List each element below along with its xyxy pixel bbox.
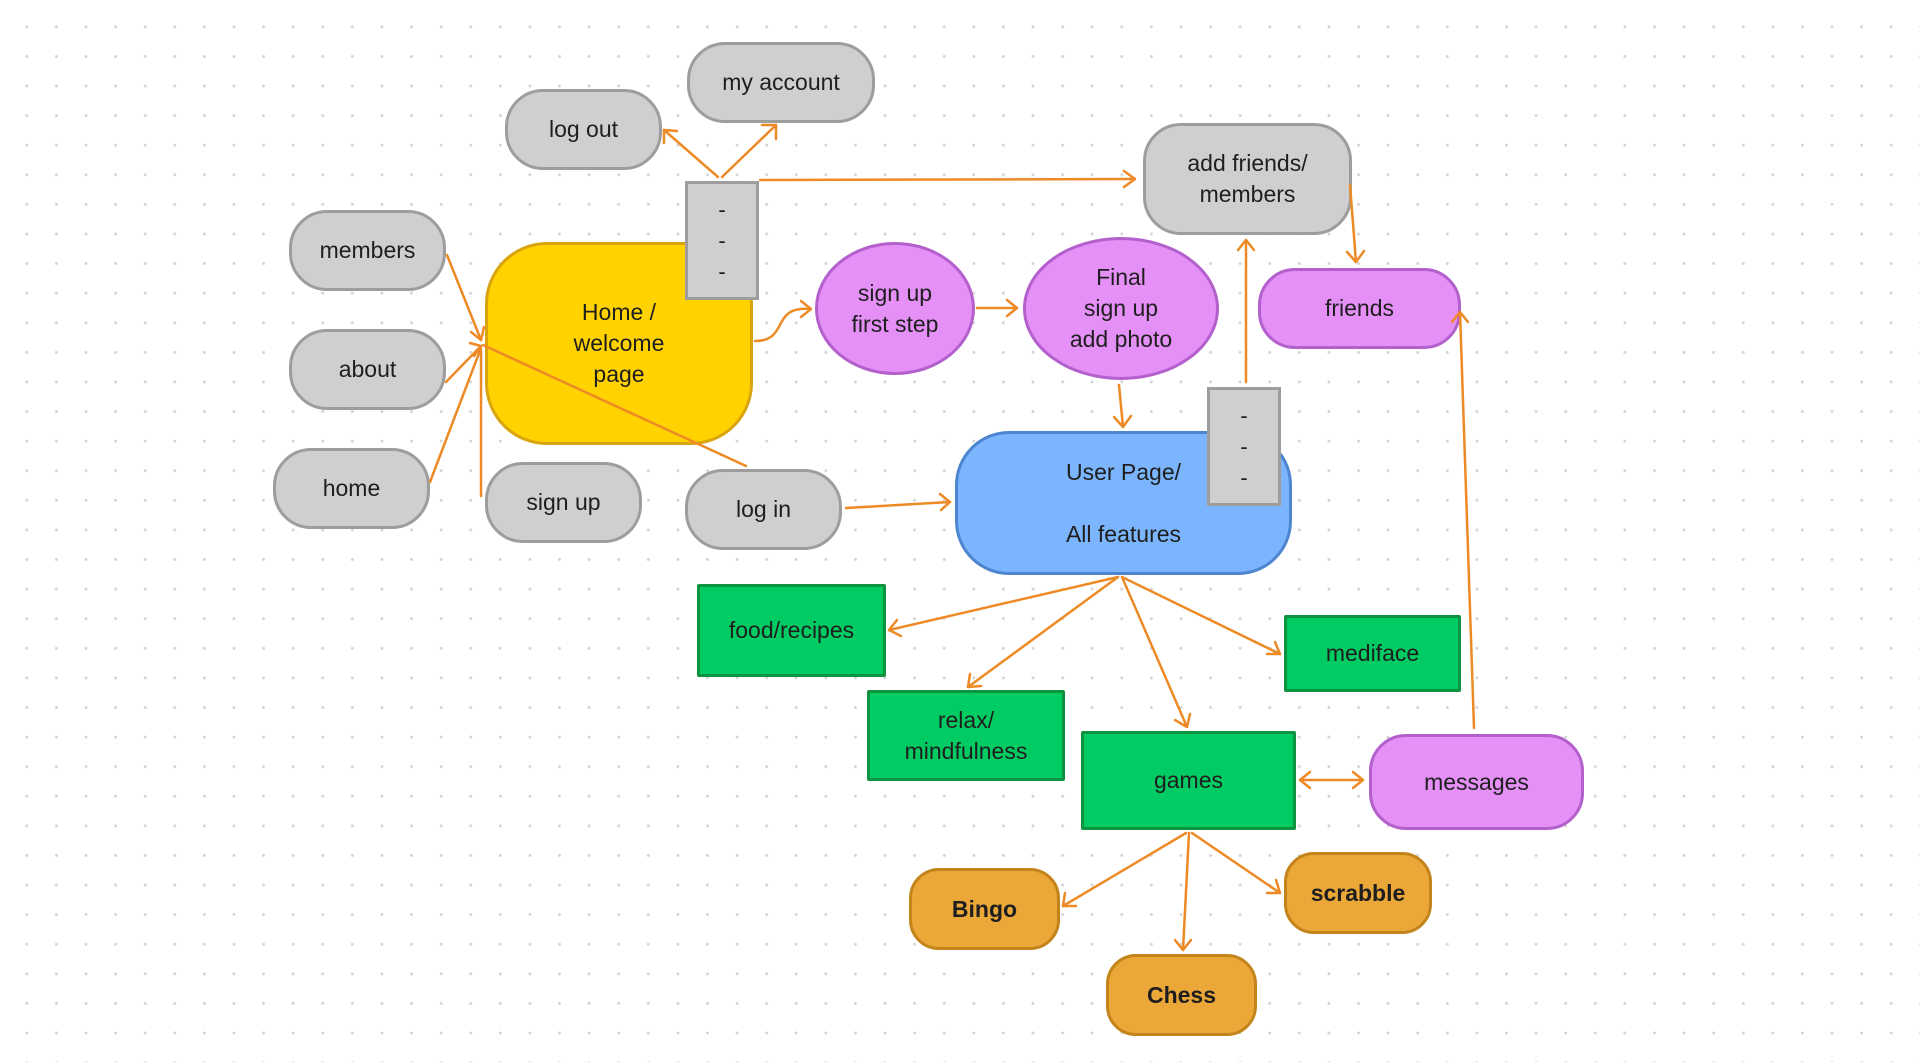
food-recipes-node[interactable]: food/recipes: [697, 584, 886, 677]
arrow-menu-to-my-account: [720, 123, 778, 179]
sign-up-first-step-node[interactable]: sign up first step: [815, 242, 975, 375]
arrow-members-to-home: [445, 253, 486, 342]
about-node[interactable]: about: [289, 329, 446, 410]
members-node[interactable]: members: [289, 210, 446, 291]
my-account-node[interactable]: my account: [687, 42, 875, 123]
arrow-user-page-to-games: [1120, 575, 1192, 729]
games-node[interactable]: games: [1081, 731, 1296, 830]
scrabble-node[interactable]: scrabble: [1284, 852, 1432, 934]
arrow-menu-to-add-friends: [758, 169, 1137, 189]
arrow-games-to-bingo: [1061, 831, 1188, 908]
relax-mindfulness-node[interactable]: relax/ mindfulness: [867, 690, 1065, 781]
user-menu-box[interactable]: - - -: [1207, 387, 1281, 506]
arrow-final-to-user-page: [1112, 383, 1133, 429]
menu-dash: -: [718, 259, 726, 284]
log-in-node[interactable]: log in: [685, 469, 842, 550]
sign-up-node[interactable]: sign up: [485, 462, 642, 543]
bingo-node[interactable]: Bingo: [909, 868, 1060, 950]
add-friends-node[interactable]: add friends/ members: [1143, 123, 1352, 235]
final-sign-up-node[interactable]: Final sign up add photo: [1023, 237, 1219, 380]
menu-dash: -: [718, 197, 726, 222]
arrow-user-menu-to-add-friends: [1236, 238, 1256, 384]
arrow-games-to-scrabble: [1190, 831, 1282, 895]
arrow-sign-up-first-to-final: [975, 298, 1019, 318]
menu-dash: -: [718, 228, 726, 253]
friends-node[interactable]: friends: [1258, 268, 1461, 349]
arrow-games-to-chess: [1173, 831, 1193, 952]
menu-dash: -: [1240, 465, 1248, 490]
arrow-user-page-to-relax: [966, 575, 1120, 689]
arrow-games-messages-bidirectional: [1298, 770, 1365, 790]
arrow-log-in-to-user-page: [844, 492, 952, 512]
arrow-menu-to-log-out: [662, 128, 720, 179]
arrow-home-to-sign-up-first: [753, 299, 813, 343]
messages-node[interactable]: messages: [1369, 734, 1584, 830]
menu-dash: -: [1240, 434, 1248, 459]
chess-node[interactable]: Chess: [1106, 954, 1257, 1036]
log-out-node[interactable]: log out: [505, 89, 662, 170]
menu-dash: -: [1240, 403, 1248, 428]
home-node[interactable]: home: [273, 448, 430, 529]
arrow-about-to-home: [444, 344, 483, 384]
mediface-node[interactable]: mediface: [1284, 615, 1461, 692]
arrow-user-page-to-food: [887, 575, 1120, 638]
top-menu-box[interactable]: - - -: [685, 181, 759, 300]
arrow-user-page-to-mediface: [1120, 575, 1282, 656]
